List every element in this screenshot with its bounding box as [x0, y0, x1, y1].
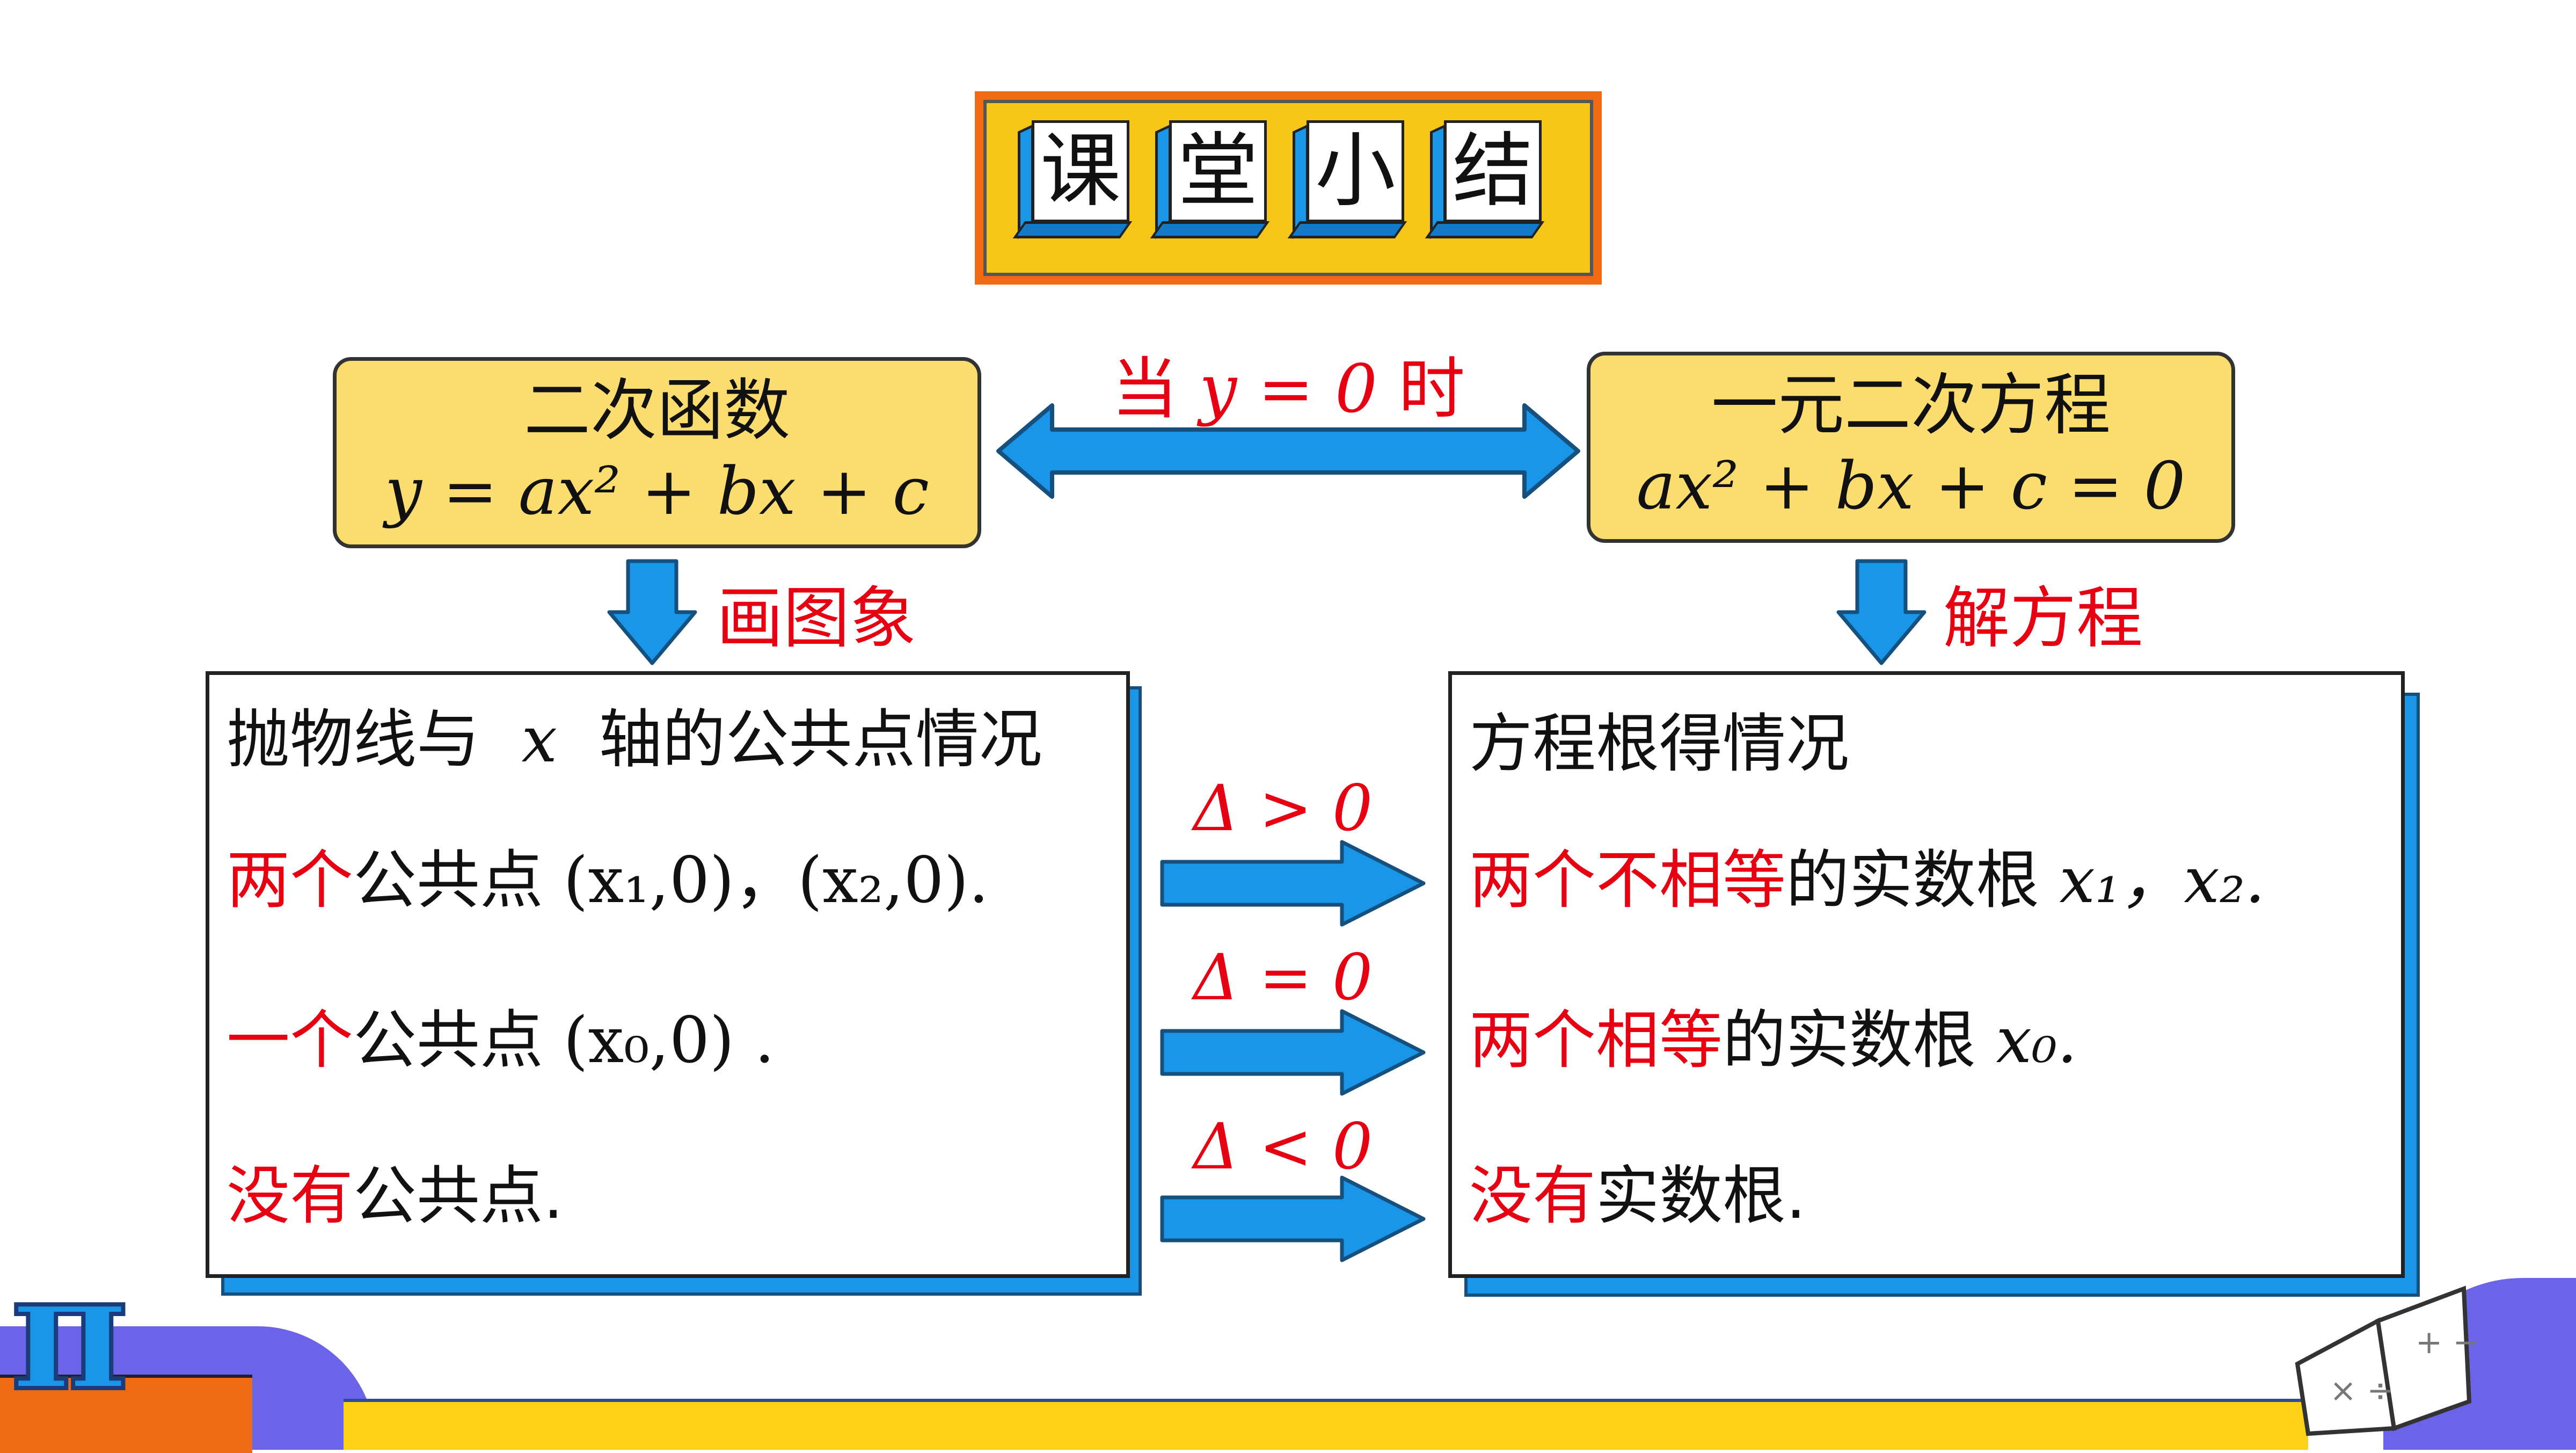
quadratic-function-title: 二次函数	[523, 372, 790, 449]
down-arrow-right-icon	[1836, 559, 1926, 665]
title-block-2: 堂	[1150, 120, 1270, 239]
right-arrow-icon	[1160, 1175, 1426, 1262]
title-block-1: 课	[1012, 120, 1133, 239]
book-icon: × ÷ + −	[2295, 1285, 2480, 1436]
svg-text:× ÷: × ÷	[2330, 1372, 2394, 1410]
quadratic-function-formula: y = ax² + bx + c	[385, 453, 929, 529]
quadratic-equation-title: 一元二次方程	[1711, 367, 2111, 444]
title-char: 小	[1307, 120, 1404, 222]
connector-expr: y = 0	[1199, 351, 1377, 428]
solve-equation-label: 解方程	[1943, 580, 2143, 657]
list-item: 两个公共点 (x₁,0)，(x₂,0).	[227, 843, 989, 917]
svg-text:+ −: + −	[2416, 1324, 2480, 1361]
title-block-3: 小	[1287, 120, 1407, 239]
intersection-heading: 抛物线与 x 轴的公共点情况	[227, 702, 1042, 776]
discriminant-zero-label: Δ = 0	[1193, 940, 1373, 1014]
title-block-4: 结	[1425, 120, 1545, 239]
discriminant-negative-label: Δ < 0	[1193, 1109, 1373, 1183]
connector-label: 当 y = 0 时	[1095, 349, 1482, 430]
roots-heading: 方程根得情况	[1469, 707, 1850, 781]
list-item: 两个不相等的实数根 x₁，x₂.	[1469, 843, 2265, 917]
decor-orange-block	[0, 1375, 252, 1453]
connector-suffix: 时	[1398, 351, 1465, 428]
draw-graph-label: 画图象	[717, 580, 917, 657]
intersection-panel: 抛物线与 x 轴的公共点情况 两个公共点 (x₁,0)，(x₂,0). 一个公共…	[206, 671, 1130, 1278]
quadratic-equation-box: 一元二次方程 ax² + bx + c = 0	[1587, 352, 2235, 543]
title-banner: 课 堂 小 结	[975, 91, 1602, 285]
roots-panel: 方程根得情况 两个不相等的实数根 x₁，x₂. 两个相等的实数根 x₀. 没有实…	[1448, 671, 2405, 1278]
pi-icon: π	[9, 1237, 131, 1426]
list-item: 没有实数根.	[1469, 1159, 1806, 1233]
title-char: 堂	[1169, 120, 1267, 222]
quadratic-equation-formula: ax² + bx + c = 0	[1636, 448, 2186, 524]
title-char: 课	[1032, 120, 1129, 222]
down-arrow-left-icon	[607, 559, 697, 665]
right-arrow-icon	[1160, 1009, 1426, 1096]
list-item: 一个公共点 (x₀,0) .	[227, 1003, 775, 1077]
right-arrow-icon	[1160, 840, 1426, 927]
double-arrow-icon	[996, 403, 1580, 499]
decor-stripe-bottom	[344, 1399, 2308, 1450]
list-item: 没有公共点.	[227, 1159, 564, 1233]
quadratic-function-box: 二次函数 y = ax² + bx + c	[333, 357, 981, 548]
connector-prefix: 当	[1111, 351, 1178, 428]
title-char: 结	[1444, 120, 1542, 222]
discriminant-positive-label: Δ > 0	[1193, 771, 1373, 845]
list-item: 两个相等的实数根 x₀.	[1469, 1003, 2077, 1077]
